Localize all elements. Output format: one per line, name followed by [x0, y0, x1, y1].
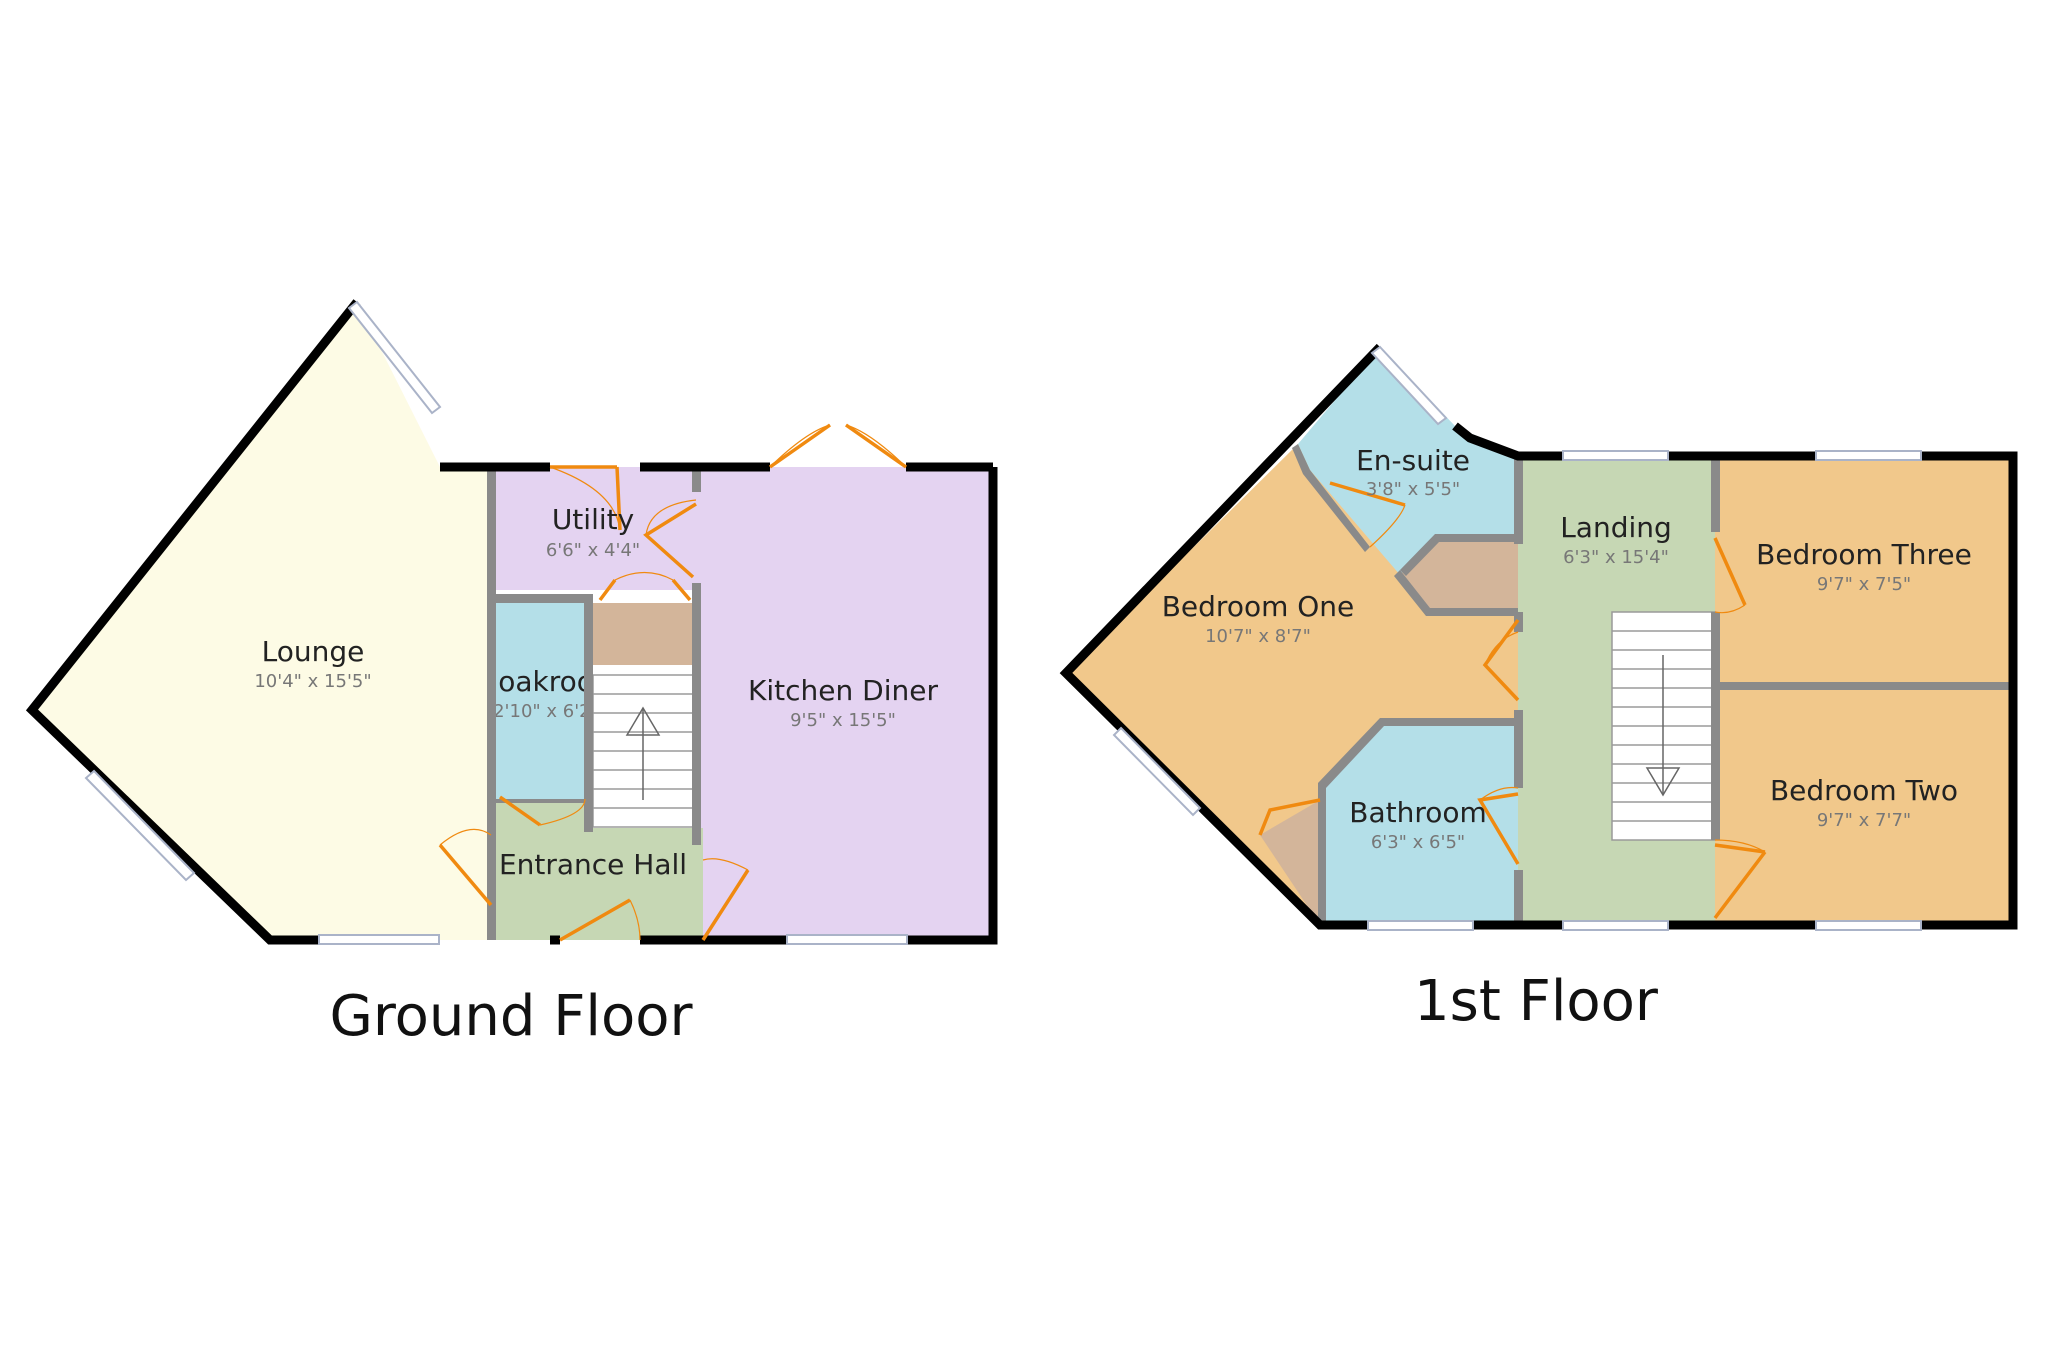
bedroom-two-window — [1815, 920, 1922, 931]
ground-floor-label: Ground Floor — [329, 984, 693, 1049]
utility-area — [491, 467, 696, 590]
bedroom-one-dims: 10'7" x 8'7" — [1205, 626, 1311, 647]
bedroom-two-area — [1715, 690, 2013, 925]
landing-rear-window — [1562, 920, 1669, 931]
ensuite-area — [1298, 347, 1518, 575]
landing-name: Landing — [1560, 511, 1672, 544]
lounge-front-window — [347, 300, 442, 415]
under-stairs-store-area — [593, 603, 692, 665]
bathroom-area — [1320, 722, 1518, 925]
cloakroom-name: Cloakroom — [471, 665, 621, 698]
ground-floor-windows — [84, 300, 908, 945]
bathroom-dims: 6'3" x 6'5" — [1371, 832, 1465, 853]
utility-dims: 6'6" x 4'4" — [546, 540, 640, 561]
front-door — [559, 898, 631, 942]
first-floor-labels: En-suite 3'8" x 5'5" Bedroom One 10'7" x… — [1162, 444, 1972, 1034]
bathroom-window — [1367, 920, 1474, 931]
first-floor-interior-walls — [1292, 444, 2013, 925]
ensuite-window — [1370, 345, 1448, 426]
cloakroom-dims: 2'10" x 6'2" — [493, 701, 599, 722]
ground-floor-doors — [438, 423, 908, 942]
cloakroom-door — [498, 795, 542, 827]
lounge-side-window — [84, 769, 196, 882]
lounge-door — [438, 843, 493, 907]
first-floor-doors — [1258, 481, 1767, 920]
kitchen-diner-area — [696, 467, 993, 940]
lounge-rear-window — [318, 934, 440, 945]
kitchen-rear-window — [786, 934, 908, 945]
first-floor-label: 1st Floor — [1414, 969, 1659, 1034]
ground-floor-labels: Lounge 10'4" x 15'5" Utility 6'6" x 4'4"… — [254, 503, 938, 1049]
bedroom-three-area — [1715, 456, 2013, 686]
bedroom-one-window — [1112, 726, 1202, 817]
landing-dims: 6'3" x 15'4" — [1563, 547, 1669, 568]
bathroom-name: Bathroom — [1349, 796, 1487, 829]
entrance-hall-name: Entrance Hall — [499, 848, 687, 881]
bedroom-two-name: Bedroom Two — [1770, 774, 1958, 807]
ground-floor-interior-walls — [487, 467, 701, 940]
bedroom-two-door — [1713, 843, 1767, 920]
ground-floor-stairs — [592, 674, 694, 828]
bedroom-three-dims: 9'7" x 7'5" — [1817, 574, 1911, 595]
ensuite-door — [1329, 481, 1406, 507]
store-double-doors — [598, 578, 692, 602]
bedroom-three-door — [1713, 537, 1747, 606]
bedroom-three-window — [1815, 450, 1922, 461]
bedroom-three-name: Bedroom Three — [1756, 538, 1972, 571]
en-suite-store-area — [1400, 538, 1518, 612]
lounge-dims: 10'4" x 15'5" — [254, 671, 371, 692]
first-floor-plan: En-suite 3'8" x 5'5" Bedroom One 10'7" x… — [1059, 343, 2018, 1034]
kitchen-hall-door — [701, 869, 750, 941]
first-floor-windows — [1112, 345, 1922, 931]
landing-front-window — [1562, 450, 1669, 461]
cloakroom-label-clip: Cloakroom 2'10" x 6'2" — [471, 665, 621, 722]
bedroom-two-dims: 9'7" x 7'7" — [1817, 810, 1911, 831]
store-door — [1258, 798, 1321, 836]
ground-floor-plan: Lounge 10'4" x 15'5" Utility 6'6" x 4'4"… — [25, 299, 998, 1049]
first-floor-store-area — [1260, 800, 1320, 925]
entrance-hall-area — [491, 799, 703, 940]
kitchen-diner-name: Kitchen Diner — [748, 674, 938, 707]
kitchen-diner-dims: 9'5" x 15'5" — [790, 710, 896, 731]
first-floor-stairs — [1611, 611, 1716, 841]
kitchen-french-doors — [768, 423, 908, 469]
ensuite-dims: 3'8" x 5'5" — [1366, 479, 1460, 500]
cloakroom-area — [496, 603, 584, 799]
lounge-area — [32, 302, 491, 940]
utility-name: Utility — [552, 503, 634, 536]
ensuite-name: En-suite — [1356, 444, 1470, 477]
lounge-name: Lounge — [262, 635, 365, 668]
first-floor-exterior-walls — [1059, 343, 2018, 930]
utility-back-door — [550, 465, 622, 531]
bedroom-one-name: Bedroom One — [1162, 590, 1355, 623]
